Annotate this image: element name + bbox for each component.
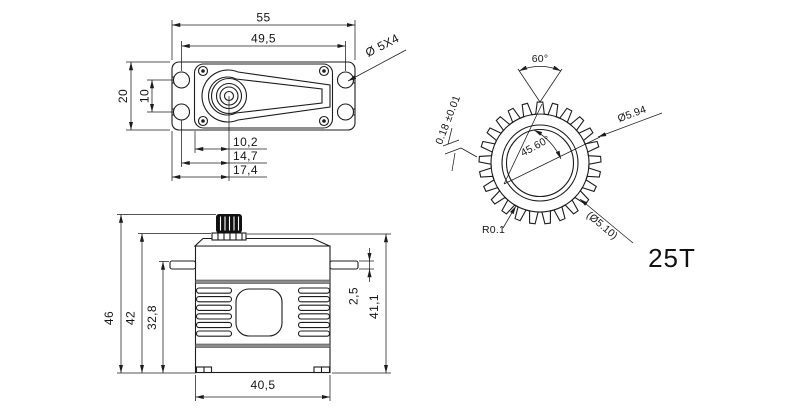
dim-outer-diameter-label: Ø5.94 (616, 103, 648, 124)
leader-root-diameter (579, 198, 634, 244)
servo-side-view: 46 42 32,8 40,5 2,5 41,1 (102, 214, 391, 401)
cooling-fin (195, 330, 233, 337)
dim-overall-width-label: 55 (256, 11, 270, 25)
cooling-fin (297, 330, 331, 337)
tooth-tip-dim-lines (442, 127, 478, 172)
servo-body-outline (194, 245, 331, 374)
mount-hole (172, 103, 191, 121)
gear-bore-inner-ring (505, 128, 575, 198)
case-seam-band (195, 279, 331, 284)
dim-mount-spacing-label: 49,5 (251, 32, 276, 46)
servo-case-outline (171, 61, 356, 131)
dim-body-height-label: 20 (116, 89, 130, 103)
cooling-fin (195, 296, 233, 303)
servo-case-inner-outline (193, 63, 334, 129)
dim-lower-height-label: 32,8 (145, 305, 159, 330)
cooling-fin (297, 321, 331, 329)
tooth-angle-lines (517, 68, 563, 103)
mount-hole (336, 103, 355, 121)
dim-body-width-label: 40,5 (251, 378, 276, 392)
case-seam-band (195, 343, 331, 348)
mount-flange-left (169, 260, 197, 270)
dim-root-fillet-label: R0.1 (482, 224, 505, 236)
dim-shaft-offset-3-label: 17,4 (233, 163, 258, 177)
cooling-fin (195, 321, 233, 329)
gear-teeth (478, 101, 602, 225)
dim-tooth-angle-label: 60° (532, 53, 548, 65)
case-screw-center (201, 69, 205, 73)
mount-hole (336, 71, 355, 89)
cooling-fins-left (195, 287, 233, 337)
knob-knurling (219, 216, 240, 231)
tooth-count-label: 25T (648, 243, 696, 273)
cooling-fin (195, 313, 233, 320)
cooling-fin (297, 304, 331, 311)
cooling-fin (195, 287, 233, 294)
shaft-collar (211, 232, 247, 241)
case-screw-center (322, 69, 326, 73)
mount-hole (172, 71, 191, 89)
dim-root-diameter-label: (Ø5.10) (584, 209, 620, 242)
servo-top-view: 55 49,5 20 10 10,2 14,7 17,4 Ø 5X4 (116, 11, 407, 181)
dim-case-height-label: 42 (124, 311, 138, 325)
case-screw (318, 115, 330, 127)
spline-angle-arc (533, 129, 562, 160)
gear-root-circle (490, 113, 590, 213)
gear-housing-inner-outline (207, 76, 323, 116)
dim-upper-to-bottom-label: 41,1 (367, 294, 381, 319)
shaft-collar-spline-lines (217, 233, 243, 240)
spline-gear-view: 60° 45.60° Ø5.94 0.18 ±0.01 (Ø5.10) R0.1… (433, 53, 696, 273)
dim-tooth-tip-width-label: 0.18 ±0.01 (433, 94, 463, 146)
case-screw (318, 65, 330, 77)
cooling-fin (297, 296, 331, 303)
center-panel (235, 288, 283, 337)
case-screw-center (201, 119, 205, 123)
case-screw-center (322, 119, 326, 123)
cooling-fin (297, 287, 331, 294)
leader-root-fillet (502, 205, 517, 229)
case-screw (197, 115, 209, 127)
leader-outer-diameter (597, 112, 663, 138)
mount-flange-right (329, 260, 359, 270)
gear-housing-outline (201, 69, 331, 123)
case-screws (197, 65, 330, 127)
cooling-fins-right (297, 287, 331, 337)
dim-shaft-offset-1-label: 10,2 (233, 135, 258, 149)
cooling-fin (195, 304, 233, 311)
spline-angle-lines (503, 103, 601, 185)
dim-hole-spacing-label: 10 (138, 89, 152, 103)
dim-flange-thickness-label: 2,5 (347, 287, 361, 305)
extension-lines (126, 20, 356, 181)
gear-bore-outer-ring (501, 124, 579, 202)
cooling-fin (297, 313, 331, 320)
foot-notches (203, 367, 323, 373)
dim-shaft-offset-2-label: 14,7 (233, 149, 258, 163)
dim-total-height-label: 46 (102, 311, 116, 325)
case-screw (197, 65, 209, 77)
leader-mount-hole-note (347, 49, 407, 82)
tooth-angle-arc (518, 65, 562, 72)
